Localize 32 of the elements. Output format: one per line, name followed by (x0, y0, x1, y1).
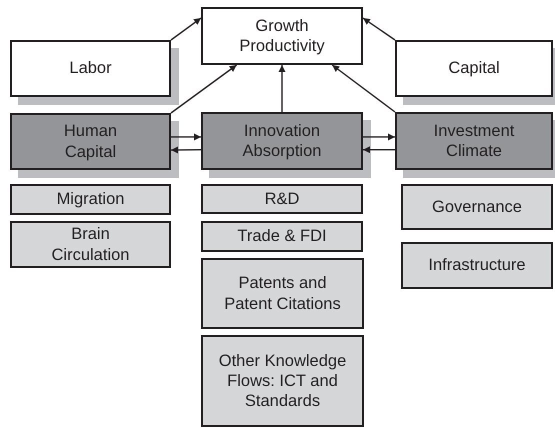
box-label: Labor (69, 58, 112, 79)
item-box (201, 221, 363, 252)
box-label: R&D (264, 188, 300, 210)
box-label: Trade & FDI (237, 226, 327, 247)
box-label: Patents and Patent Citations (223, 273, 342, 314)
item-box (10, 221, 171, 268)
arrow (170, 17, 202, 41)
item-box (201, 184, 363, 214)
box-label: Migration (56, 189, 124, 210)
arrow (171, 146, 201, 154)
box-label: Governance (432, 196, 522, 218)
item-box (201, 335, 364, 427)
item-box (401, 184, 553, 230)
item-box (201, 258, 364, 329)
box-label: Infrastructure (428, 255, 526, 276)
arrow (170, 64, 238, 114)
arrow (332, 64, 396, 113)
box-label: Brain Circulation (50, 224, 130, 265)
arrow (362, 17, 396, 41)
arrow (363, 133, 395, 140)
box-label: Other Knowledge Flows: ICT and Standards (218, 350, 348, 412)
item-box (10, 184, 171, 215)
box-label: Capital (448, 58, 500, 79)
arrow (278, 65, 286, 112)
outcome-box (201, 7, 363, 65)
box-label: Investment Climate (432, 120, 516, 162)
box-label: Human Capital (62, 121, 118, 162)
box-label: Innovation Absorption (242, 120, 322, 162)
arrow (363, 146, 395, 154)
item-box (401, 242, 553, 289)
box-label: Growth Productivity (238, 16, 326, 56)
arrow (171, 133, 201, 140)
